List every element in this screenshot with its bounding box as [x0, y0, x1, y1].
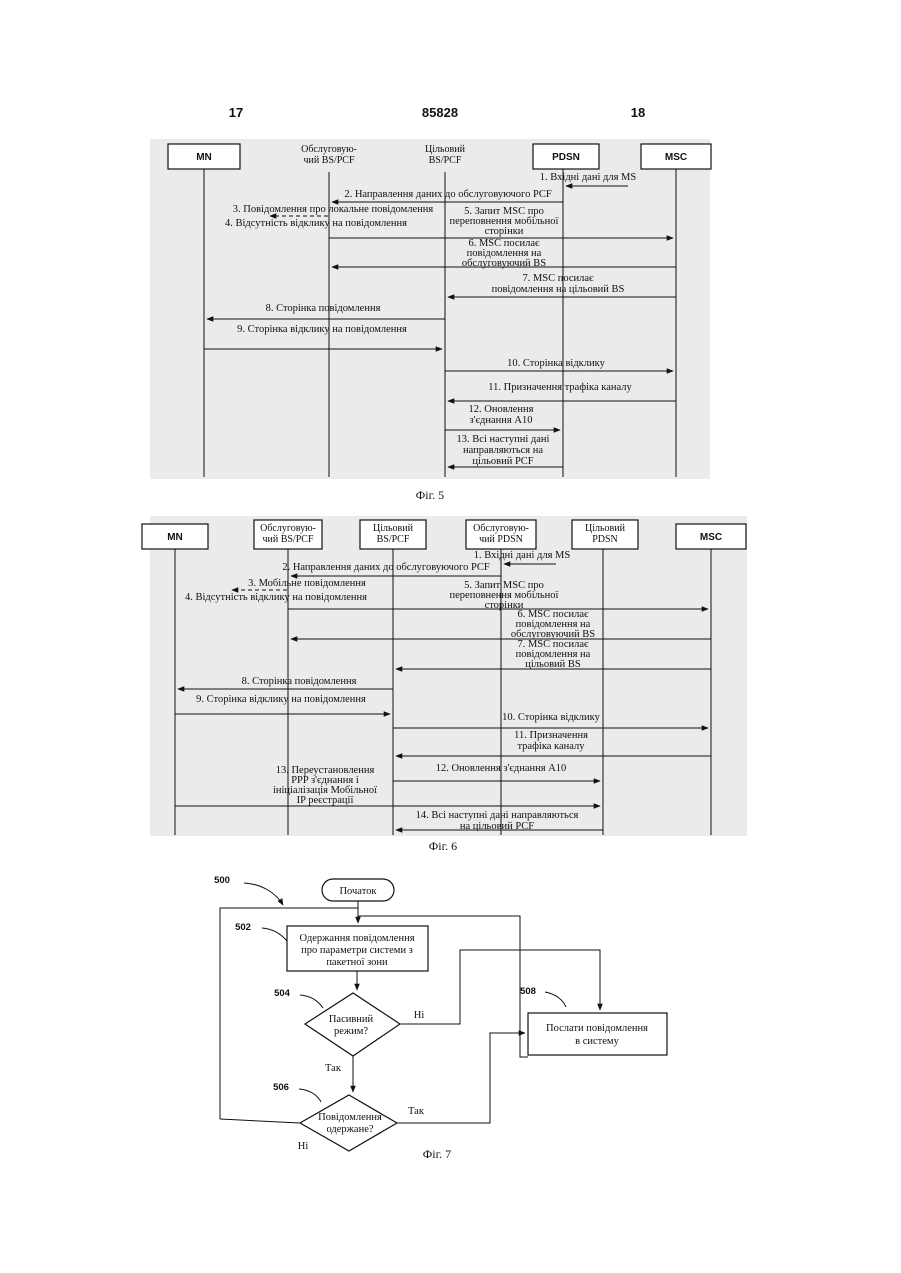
fig6-entity-serving-bs-label: Обслуговую-чий BS/PCF	[260, 523, 316, 545]
fig7-ref-500-pointer	[244, 883, 283, 905]
fig5-msg-1-label: 1. Вхідні дані для MS	[540, 172, 637, 183]
page-number-left: 17	[229, 105, 243, 120]
fig7-ref-506-pointer	[299, 1089, 321, 1102]
patent-number: 85828	[422, 105, 458, 120]
fig7-ref-502-pointer	[262, 928, 287, 941]
fig6-msg-1-label: 1. Вхідні дані для MS	[474, 550, 571, 561]
fig7-flow-506-no-loop	[220, 1119, 300, 1123]
fig6-entity-mn-label: MN	[167, 532, 183, 543]
fig6-msg-10-label: 10. Сторінка відклику	[502, 712, 600, 723]
fig6-msg-7-label: 7. MSC посилаєповідомлення націльовий BS	[516, 639, 591, 670]
fig5-entity-pdsn-label: PDSN	[552, 152, 580, 163]
fig6-msg-2-label: 2. Направлення даних до обслуговуючого P…	[282, 562, 490, 573]
fig7-flowchart: 500 Початок 502 Одержання повідомленняпр…	[214, 875, 667, 1161]
fig5-msg-3-label: 3. Повідомлення про локальне повідомленн…	[233, 204, 434, 215]
fig7-ref-508-pointer	[545, 992, 566, 1007]
fig6-msg-6-label: 6. MSC посилаєповідомлення наобслуговуюч…	[511, 609, 595, 640]
fig7-label-no-504: Ні	[414, 1010, 425, 1021]
fig6-caption: Фіг. 6	[429, 839, 457, 853]
fig5-msg-9-label: 9. Сторінка відклику на повідомлення	[237, 324, 407, 335]
fig5-msg-12-label: 12. Оновленняз'єднання A10	[469, 404, 534, 426]
fig7-decision-506	[300, 1095, 397, 1151]
fig5-entity-serving-bs-label: Обслуговую-чий BS/PCF	[301, 144, 357, 166]
fig6-entity-serving-pdsn-label: Обслуговую-чий PDSN	[473, 523, 529, 545]
fig6-msg-12-label: 12. Оновлення з'єднання A10	[436, 763, 567, 774]
fig6-msg-3-label: 3. Мобільне повідомлення	[248, 578, 366, 589]
fig7-ref-508: 508	[520, 986, 536, 997]
fig6-msg-4-label: 4. Відсутність відклику на повідомлення	[185, 592, 367, 603]
fig7-label-yes-504: Так	[325, 1063, 342, 1074]
fig5-caption: Фіг. 5	[416, 488, 444, 502]
fig7-ref-506: 506	[273, 1082, 289, 1093]
fig5-diagram: MN Обслуговую-чий BS/PCF ЦільовийBS/PCF …	[150, 139, 711, 502]
fig5-msg-2-label: 2. Направлення даних до обслуговуючого P…	[344, 189, 552, 200]
fig5-msg-6-label: 6. MSC посилаєповідомлення наобслуговуюч…	[462, 238, 546, 269]
fig7-ref-504-pointer	[300, 995, 323, 1008]
fig7-start-label: Початок	[339, 886, 377, 897]
fig7-decision-506-label: Повідомленняодержане?	[318, 1112, 382, 1135]
fig5-entity-target-bs-label: ЦільовийBS/PCF	[425, 144, 466, 166]
fig6-msg-9-label: 9. Сторінка відклику на повідомлення	[196, 694, 366, 705]
fig5-entity-mn-label: MN	[196, 152, 212, 163]
fig7-ref-504: 504	[274, 988, 291, 999]
fig7-step-508-box	[528, 1013, 667, 1055]
fig5-msg-11-label: 11. Призначення трафіка каналу	[488, 382, 632, 393]
fig7-decision-504-label: Пасивнийрежим?	[329, 1014, 374, 1037]
fig5-msg-10-label: 10. Сторінка відклику	[507, 358, 605, 369]
fig6-msg-11-label: 11. Призначеннятрафіка каналу	[514, 730, 588, 752]
fig5-entity-msc-label: MSC	[665, 152, 687, 163]
fig5-msg-8-label: 8. Сторінка повідомлення	[266, 303, 381, 314]
fig7-ref-502: 502	[235, 922, 251, 933]
fig6-msg-8-label: 8. Сторінка повідомлення	[242, 676, 357, 687]
fig7-caption: Фіг. 7	[423, 1147, 451, 1161]
page-number-right: 18	[631, 105, 645, 120]
fig6-diagram: MN Обслуговую-чий BS/PCF ЦільовийBS/PCF …	[142, 516, 747, 853]
fig6-entity-target-bs-label: ЦільовийBS/PCF	[373, 523, 414, 545]
fig7-label-no-506: Ні	[298, 1141, 309, 1152]
fig7-label-yes-506: Так	[408, 1106, 425, 1117]
fig6-entity-msc-label: MSC	[700, 532, 722, 543]
fig5-msg-4-label: 4. Відсутність відклику на повідомлення	[225, 218, 407, 229]
fig7-ref-500: 500	[214, 875, 230, 886]
